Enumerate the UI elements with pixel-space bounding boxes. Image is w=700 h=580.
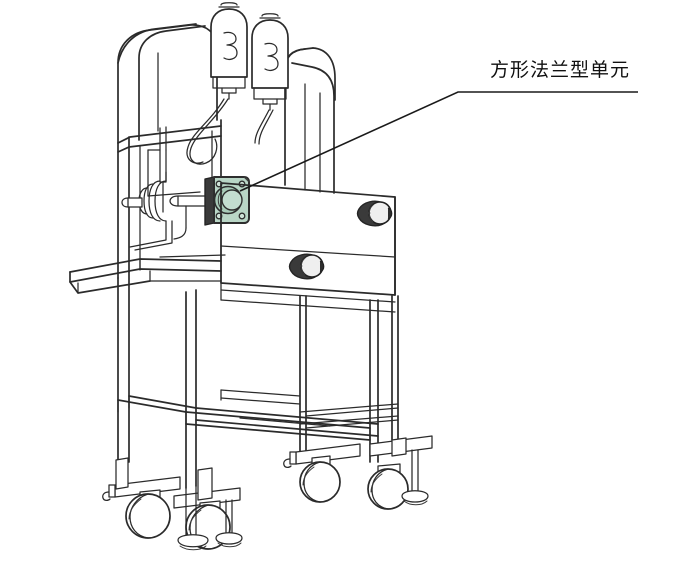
oval-flange-nozzle-upper bbox=[356, 200, 393, 227]
solenoid-valve-right bbox=[251, 13, 289, 111]
leveling-foot-center bbox=[177, 485, 209, 551]
callout-leader-line bbox=[239, 91, 638, 192]
callout-label: 方形法兰型单元 bbox=[490, 59, 631, 81]
shaft-bearing-assembly bbox=[121, 171, 207, 251]
cable-loops bbox=[186, 98, 274, 165]
discharge-chute-left bbox=[69, 254, 226, 294]
oval-flange-nozzle-lower bbox=[288, 253, 325, 280]
caster-center-right bbox=[283, 443, 361, 503]
solenoid-valve-left bbox=[210, 2, 248, 100]
caster-rear-right bbox=[367, 435, 433, 510]
caster-front-left bbox=[102, 457, 181, 539]
main-cabinet-panel bbox=[220, 182, 396, 296]
support-frame bbox=[117, 271, 399, 489]
